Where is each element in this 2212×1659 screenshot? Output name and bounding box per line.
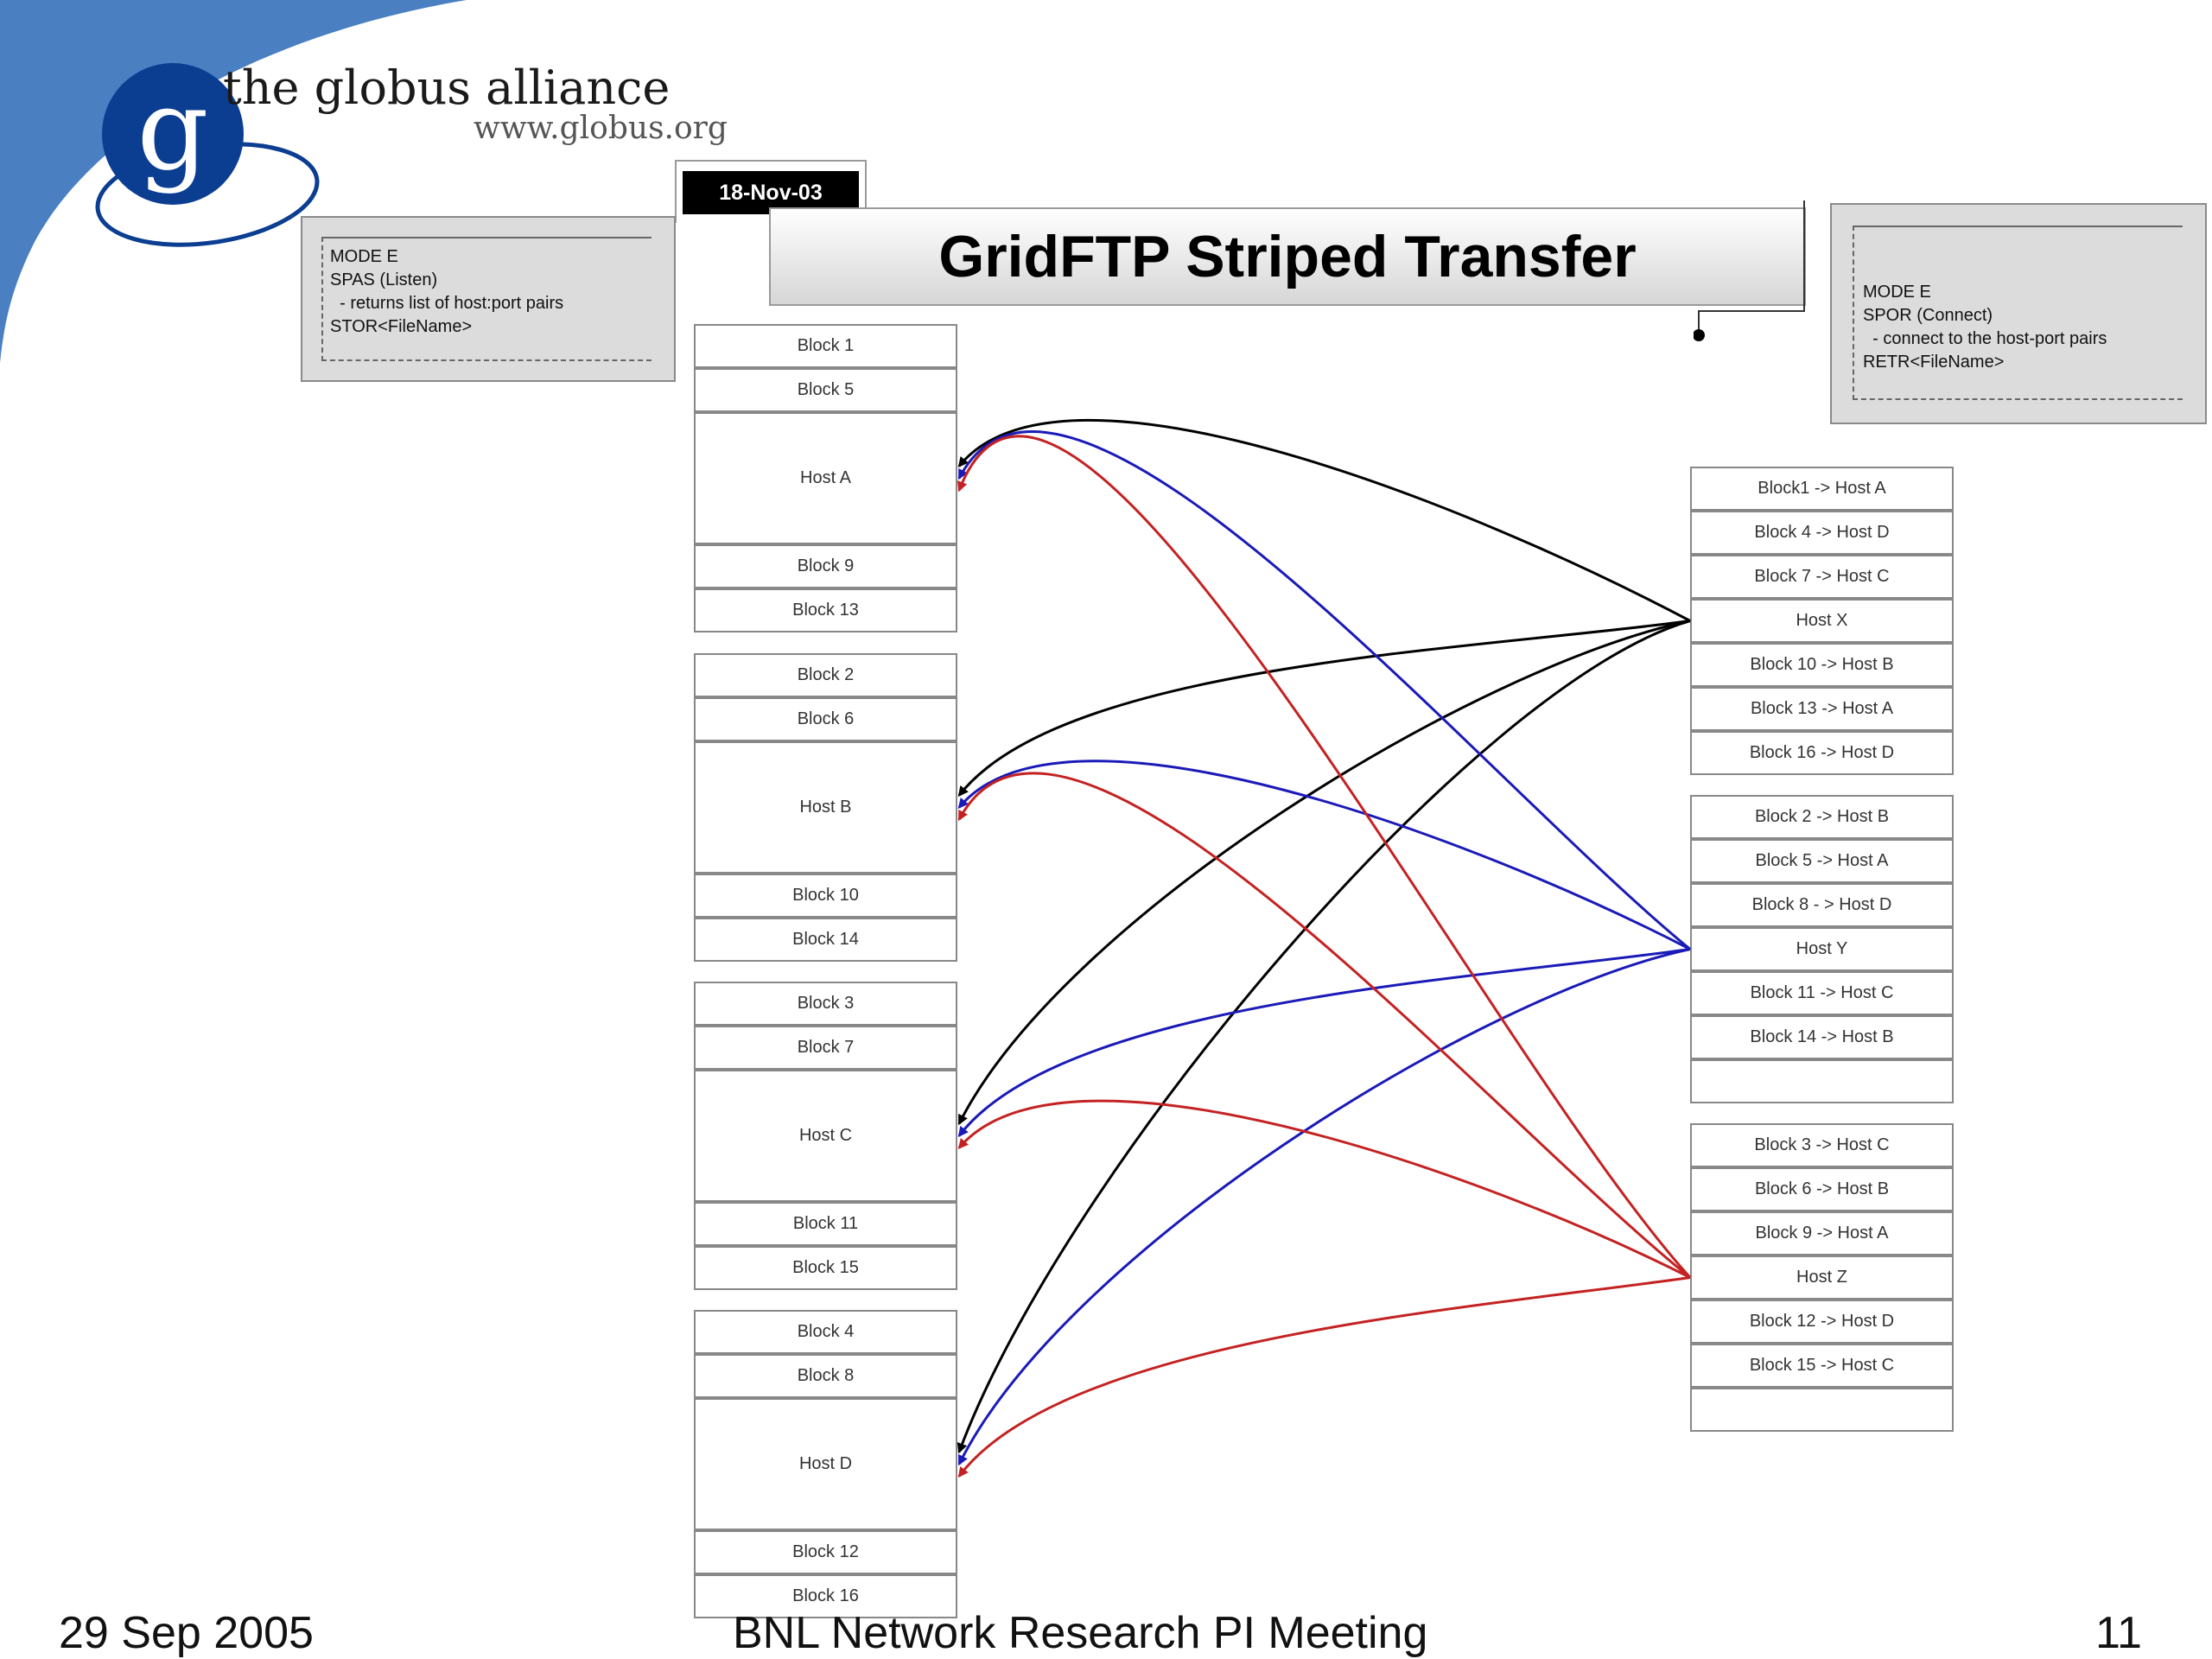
sender-host-cell: Host Y xyxy=(1690,927,1954,971)
note-right-line: - connect to the host-port pairs xyxy=(1863,329,2107,348)
receiver-block-cell: Block 8 xyxy=(694,1354,957,1398)
sender-assignment-cell: Block 10 -> Host B xyxy=(1690,643,1954,687)
sender-assignment-cell: Block 16 -> Host D xyxy=(1690,731,1954,775)
note-right-line: SPOR (Connect) xyxy=(1863,306,1993,325)
receiver-block-cell: Block 10 xyxy=(694,874,957,918)
receiver-block-cell: Block 9 xyxy=(694,544,957,588)
footer-date: 29 Sep 2005 xyxy=(59,1608,314,1658)
sender-assignment-cell: Block 7 -> Host C xyxy=(1690,555,1954,599)
note-left-line: - returns list of host:port pairs xyxy=(330,294,564,313)
receiver-host-cell: Host A xyxy=(694,412,957,544)
note-right-line: MODE E xyxy=(1863,283,1931,302)
sender-assignment-cell: Block1 -> Host A xyxy=(1690,467,1954,511)
receiver-host-cell: Host B xyxy=(694,741,957,874)
sender-assignment-cell: Block 11 -> Host C xyxy=(1690,971,1954,1015)
sender-assignment-cell: Block 3 -> Host C xyxy=(1690,1123,1954,1167)
sender-assignment-cell: Block 12 -> Host D xyxy=(1690,1300,1954,1344)
receiver-block-cell: Block 13 xyxy=(694,588,957,632)
note-left-line: SPAS (Listen) xyxy=(330,270,438,289)
sender-assignment-cell xyxy=(1690,1059,1954,1103)
sender-host-cell: Host X xyxy=(1690,599,1954,643)
note-right: MODE E SPOR (Connect) - connect to the h… xyxy=(1830,203,2207,424)
sender-assignment-cell xyxy=(1690,1388,1954,1432)
sender-assignment-cell: Block 4 -> Host D xyxy=(1690,511,1954,555)
receiver-block-cell: Block 7 xyxy=(694,1026,957,1070)
brand-url: www.globus.org xyxy=(474,111,728,146)
receiver-block-cell: Block 1 xyxy=(694,324,957,368)
receiver-block-cell: Block 15 xyxy=(694,1246,957,1290)
footer-page: 11 xyxy=(2095,1608,2142,1658)
receiver-block-cell: Block 11 xyxy=(694,1202,957,1246)
receiver-block-cell: Block 3 xyxy=(694,982,957,1026)
date-tab-outline xyxy=(675,160,867,223)
date-tab: 18-Nov-03 xyxy=(683,171,859,214)
note-left-line: MODE E xyxy=(330,247,398,266)
sender-assignment-cell: Block 2 -> Host B xyxy=(1690,795,1954,839)
receiver-block-cell: Block 5 xyxy=(694,368,957,412)
title-connector xyxy=(1694,200,1805,341)
receiver-host-cell: Host D xyxy=(694,1398,957,1530)
footer-event: BNL Network Research PI Meeting xyxy=(733,1608,1428,1658)
receiver-block-cell: Block 6 xyxy=(694,697,957,741)
receiver-host-cell: Host C xyxy=(694,1070,957,1202)
slide-title: GridFTP Striped Transfer xyxy=(769,207,1806,306)
sender-assignment-cell: Block 9 -> Host A xyxy=(1690,1211,1954,1255)
receiver-block-cell: Block 14 xyxy=(694,918,957,962)
note-left-frame xyxy=(321,237,652,361)
receiver-block-cell: Block 16 xyxy=(694,1574,957,1618)
receiver-block-cell: Block 4 xyxy=(694,1310,957,1354)
sender-assignment-cell: Block 13 -> Host A xyxy=(1690,687,1954,731)
sender-assignment-cell: Block 5 -> Host A xyxy=(1690,839,1954,883)
globus-logo: g xyxy=(95,63,320,247)
note-left-line: STOR<FileName> xyxy=(330,317,473,336)
note-left: MODE E SPAS (Listen) - returns list of h… xyxy=(301,216,676,382)
receiver-block-cell: Block 12 xyxy=(694,1530,957,1574)
receiver-block-cell: Block 2 xyxy=(694,653,957,697)
sender-host-cell: Host Z xyxy=(1690,1255,1954,1300)
logo-letter: g xyxy=(137,64,208,195)
sender-assignment-cell: Block 15 -> Host C xyxy=(1690,1344,1954,1388)
brand-title: the globus alliance xyxy=(223,60,671,115)
sender-assignment-cell: Block 8 - > Host D xyxy=(1690,883,1954,927)
note-right-frame xyxy=(1853,226,2183,400)
sender-assignment-cell: Block 14 -> Host B xyxy=(1690,1015,1954,1059)
note-right-line: RETR<FileName> xyxy=(1863,353,2005,372)
sender-assignment-cell: Block 6 -> Host B xyxy=(1690,1167,1954,1211)
